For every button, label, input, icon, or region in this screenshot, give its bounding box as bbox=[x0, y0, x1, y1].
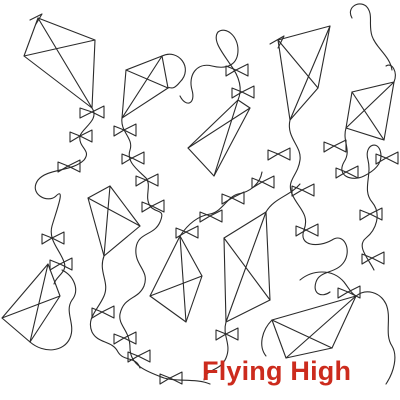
kite-10-tail bbox=[299, 271, 396, 385]
kite-9 bbox=[1, 263, 61, 343]
kite-5-tail bbox=[341, 3, 393, 271]
pattern-title: Flying High bbox=[202, 356, 352, 386]
kite-5 bbox=[345, 64, 396, 141]
kite-6-tail bbox=[89, 255, 141, 369]
kite-8 bbox=[223, 211, 271, 323]
kite-2 bbox=[121, 53, 186, 119]
kite-7 bbox=[149, 235, 203, 323]
kite-1 bbox=[23, 13, 96, 109]
kite-9-tail bbox=[29, 269, 77, 351]
kite-7-tail bbox=[179, 171, 263, 237]
kite-6 bbox=[87, 185, 141, 257]
kite-8-tail bbox=[203, 183, 301, 381]
bow-decorations bbox=[41, 63, 399, 385]
kite-3-tail bbox=[179, 29, 239, 104]
kite-4-tail bbox=[288, 119, 348, 296]
kite-3 bbox=[187, 63, 251, 177]
kite-4 bbox=[269, 25, 331, 121]
kite-10 bbox=[261, 295, 357, 359]
kite-1-tail bbox=[34, 107, 95, 285]
